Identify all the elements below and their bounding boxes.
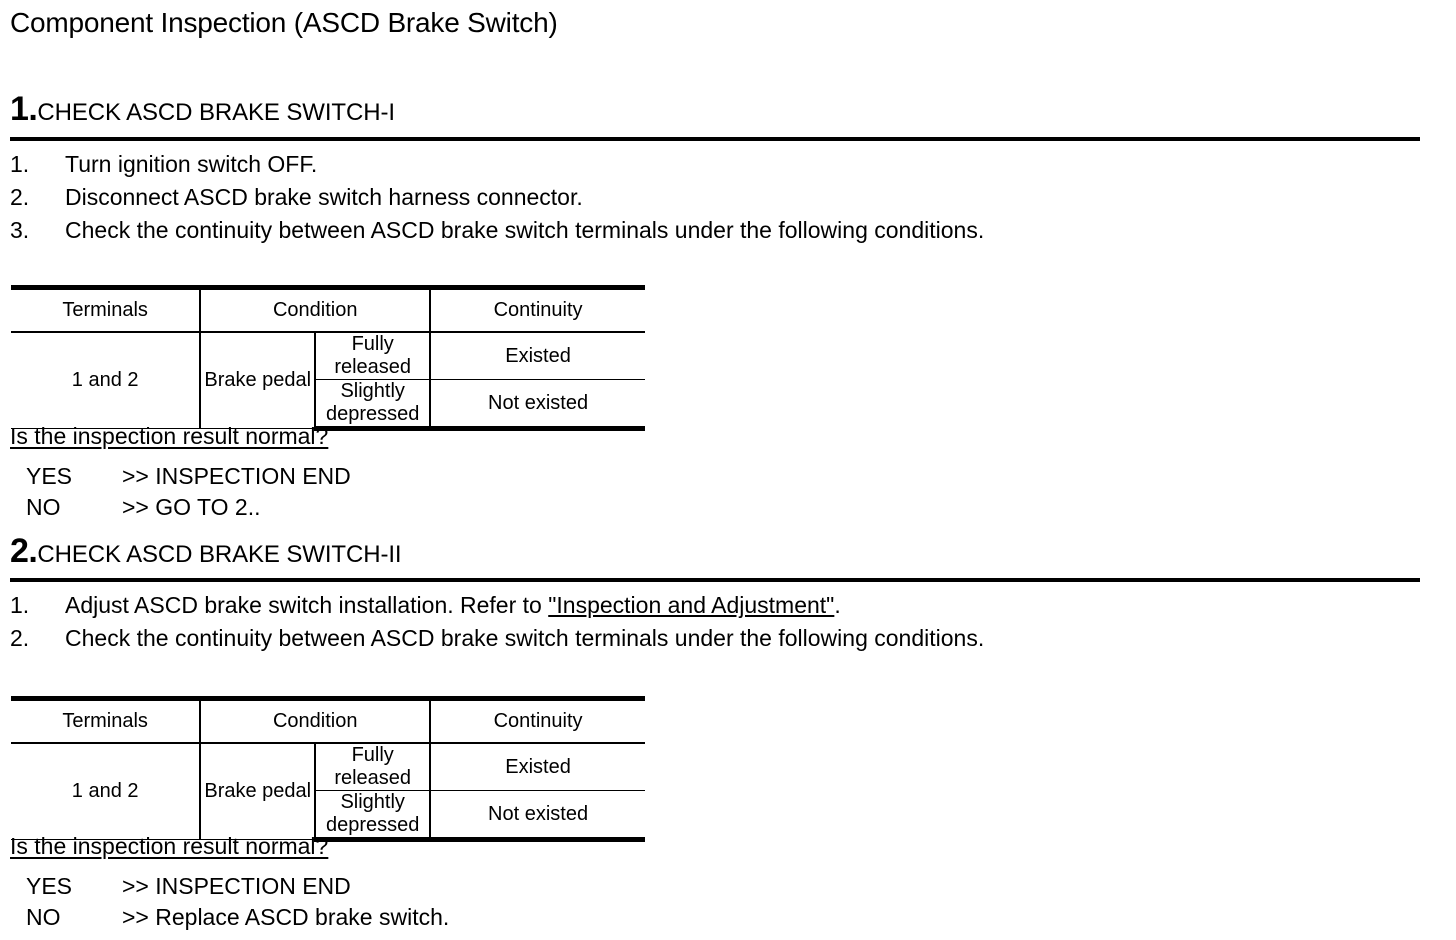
header-terminals: Terminals <box>11 696 202 744</box>
cell-component: Brake pedal <box>200 331 317 429</box>
step-2-title: CHECK ASCD BRAKE SWITCH-II <box>37 541 402 568</box>
step-1-number: 1. <box>10 90 38 128</box>
list-item-text: Check the continuity between ASCD brake … <box>65 625 985 651</box>
step-1-continuity-table: Terminals Condition Continuity 1 and 2 B… <box>11 285 645 431</box>
answer-value: >> Replace ASCD brake switch. <box>122 904 450 930</box>
cell-condition: Slightly depressed <box>315 379 432 431</box>
page-title: Component Inspection (ASCD Brake Switch) <box>10 7 558 38</box>
header-continuity: Continuity <box>430 285 645 333</box>
list-item: 1. Adjust ASCD brake switch installation.… <box>10 589 984 622</box>
cell-continuity: Existed <box>430 331 645 380</box>
answer-value: >> INSPECTION END <box>122 873 351 899</box>
cell-terminals-value: 1 and 2 <box>11 742 202 840</box>
answer-key: YES <box>26 873 73 899</box>
list-item-text: Check the continuity between ASCD brake … <box>65 217 985 243</box>
answer-yes: YES >> INSPECTION END <box>10 871 449 902</box>
list-item-text: Disconnect ASCD brake switch harness con… <box>65 184 583 210</box>
table-row: Slightly depressed Not existed <box>11 379 645 431</box>
cell-condition: Fully released <box>315 331 432 380</box>
table-header-row: Terminals Condition Continuity <box>11 696 645 744</box>
step-1-divider <box>10 137 1420 141</box>
step-2-divider <box>10 578 1420 582</box>
cell-continuity: Not existed <box>430 379 645 431</box>
list-item-text-before: Adjust ASCD brake switch installation. R… <box>65 592 549 618</box>
inspection-and-adjustment-link[interactable]: "Inspection and Adjustment" <box>548 592 835 618</box>
answer-value: >> INSPECTION END <box>122 463 351 489</box>
table-header-row: Terminals Condition Continuity <box>11 285 645 333</box>
header-terminals: Terminals <box>11 285 202 333</box>
header-condition: Condition <box>200 285 432 333</box>
cell-component: Brake pedal <box>200 742 317 840</box>
step-2-procedure-list: 1. Adjust ASCD brake switch installation.… <box>10 589 984 655</box>
answer-no: NO >> Replace ASCD brake switch. <box>10 902 449 933</box>
list-item-text: Turn ignition switch OFF. <box>65 151 318 177</box>
answer-key: NO <box>26 904 61 930</box>
step-1-procedure-list: 1. Turn ignition switch OFF. 2. Disconnect… <box>10 148 984 247</box>
list-item-marker: 3. <box>10 217 30 243</box>
header-continuity: Continuity <box>430 696 645 744</box>
answer-no: NO >> GO TO 2.. <box>10 492 351 523</box>
list-item-text-after: . <box>834 592 841 618</box>
step-1-heading: 1.CHECK ASCD BRAKE SWITCH-I <box>10 92 395 126</box>
cell-condition: Slightly depressed <box>315 790 432 842</box>
step-1-question: Is the inspection result normal? <box>10 423 329 449</box>
step-2-question: Is the inspection result normal? <box>10 833 329 859</box>
answer-value: >> GO TO 2.. <box>122 494 261 520</box>
list-item-marker: 2. <box>10 184 30 210</box>
answer-yes: YES >> INSPECTION END <box>10 461 351 492</box>
cell-terminals-value: 1 and 2 <box>11 331 202 429</box>
list-item-marker: 2. <box>10 625 30 651</box>
list-item-text: Adjust ASCD brake switch installation. R… <box>65 589 841 622</box>
header-condition: Condition <box>200 696 432 744</box>
step-2-heading: 2.CHECK ASCD BRAKE SWITCH-II <box>10 532 402 570</box>
table-row: 1 and 2 Brake pedal Fully released Exist… <box>11 742 645 840</box>
list-item: 1. Turn ignition switch OFF. <box>10 148 984 181</box>
step-2-continuity-table: Terminals Condition Continuity 1 and 2 B… <box>11 696 645 842</box>
list-item: 2. Disconnect ASCD brake switch harness c… <box>10 181 984 214</box>
cell-condition: Fully released <box>315 742 432 791</box>
answer-key: NO <box>26 494 61 520</box>
answer-key: YES <box>26 463 73 489</box>
list-item-marker: 1. <box>10 592 30 618</box>
step-2-answers: YES >> INSPECTION END NO >> Replace ASCD b… <box>10 871 449 933</box>
table-row: 1 and 2 Brake pedal Fully released Exist… <box>11 331 645 429</box>
step-1-title: CHECK ASCD BRAKE SWITCH-I <box>37 99 395 126</box>
list-item: 3. Check the continuity between ASCD brak… <box>10 214 984 247</box>
cell-continuity: Existed <box>430 742 645 791</box>
step-1-answers: YES >> INSPECTION END NO >> GO TO 2.. <box>10 461 351 523</box>
list-item: 2. Check the continuity between ASCD brak… <box>10 622 984 655</box>
cell-continuity: Not existed <box>430 790 645 842</box>
list-item-marker: 1. <box>10 151 30 177</box>
step-2-number: 2. <box>10 532 38 570</box>
table-row: Slightly depressed Not existed <box>11 790 645 842</box>
